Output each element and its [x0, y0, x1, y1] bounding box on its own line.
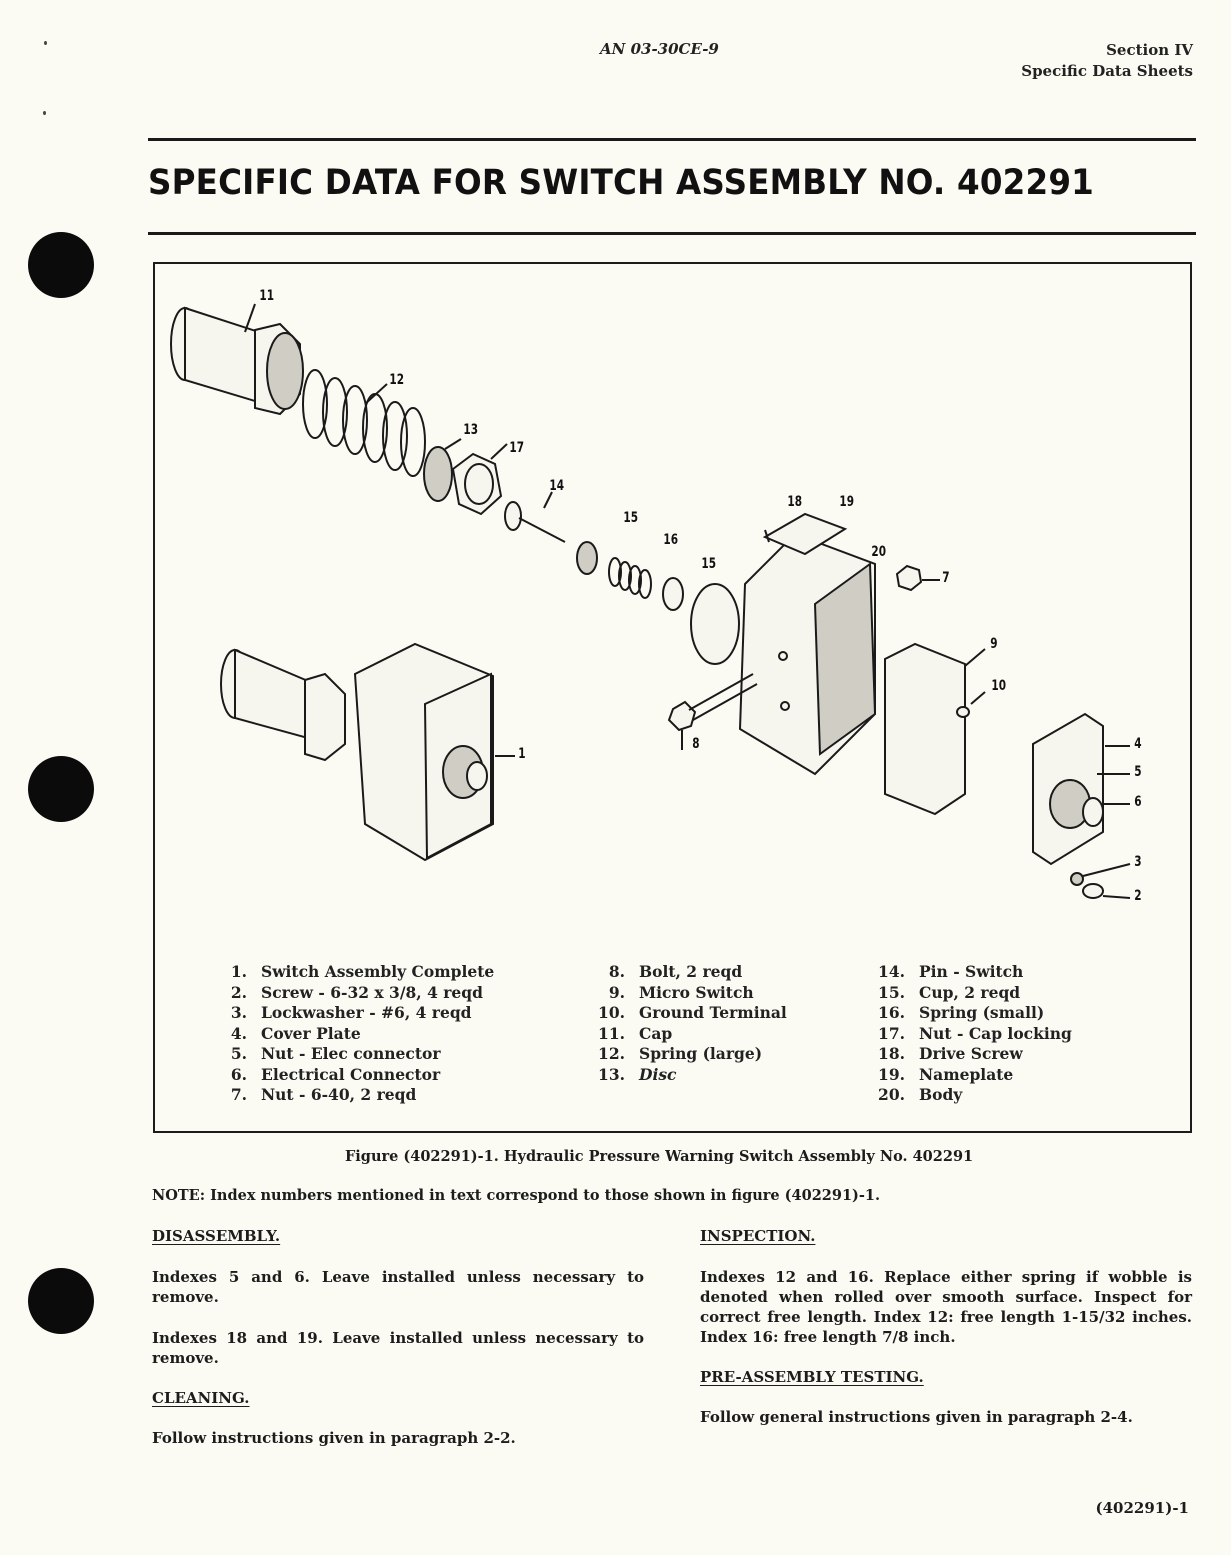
- parts-list-item: 13.Disc: [598, 1064, 677, 1084]
- parts-list-item: 1.Switch Assembly Complete: [230, 962, 495, 981]
- inspection-paragraph: Indexes 12 and 16. Replace either spring…: [700, 1268, 1192, 1346]
- callout-18: 18: [787, 494, 803, 510]
- left-column: DISASSEMBLY. Indexes 5 and 6. Leave inst…: [152, 1226, 644, 1448]
- document-number: AN 03-30CE-9: [600, 40, 719, 58]
- page-title: SPECIFIC DATA FOR SWITCH ASSEMBLY NO. 40…: [148, 163, 1095, 203]
- parts-list-item: 14.Pin - Switch: [878, 962, 1024, 981]
- nameplate-illustration: [762, 512, 848, 556]
- callout-13: 13: [463, 422, 479, 438]
- callout-6: 6: [1134, 794, 1142, 810]
- scan-speck: [43, 111, 46, 115]
- disc-illustration: [423, 446, 453, 502]
- binder-hole-middle: [28, 756, 94, 822]
- parts-list-item: 5.Nut - Elec connector: [230, 1044, 441, 1063]
- callout-11: 11: [259, 288, 275, 304]
- callout-20: 20: [871, 544, 887, 560]
- assembled-switch-illustration: [220, 642, 515, 862]
- callout-1: 1: [518, 746, 526, 762]
- parts-list-item: 11.Cap: [598, 1023, 673, 1043]
- parts-list-item: 2.Screw - 6-32 x 3/8, 4 reqd: [230, 982, 483, 1002]
- micro-switch-illustration: [884, 642, 966, 816]
- title-rule-top: [148, 138, 1196, 141]
- disassembly-paragraph: Indexes 5 and 6. Leave installed unless …: [152, 1268, 644, 1306]
- parts-list-item: 3.Lockwasher - #6, 4 reqd: [230, 1003, 472, 1022]
- callout-8: 8: [692, 736, 700, 752]
- cleaning-paragraph: Follow instructions given in paragraph 2…: [152, 1429, 516, 1447]
- callout-12: 12: [389, 372, 405, 388]
- note-text: NOTE: Index numbers mentioned in text co…: [152, 1187, 881, 1204]
- parts-list-item: 4.Cover Plate: [230, 1023, 361, 1043]
- section-header: Section IV Specific Data Sheets: [1021, 40, 1193, 82]
- parts-list-item: 9.Micro Switch: [608, 982, 754, 1002]
- parts-list-item: 12.Spring (large): [598, 1044, 763, 1063]
- exploded-view-figure: 11 12 13 17 14 15 16 15 18 19 20 7 9 10 …: [153, 262, 1192, 1133]
- callout-17: 17: [509, 440, 525, 456]
- callout-7: 7: [942, 570, 950, 586]
- section-label: Section IV: [1106, 41, 1193, 59]
- parts-list-item: 16.Spring (small): [878, 1003, 1045, 1022]
- parts-list-item: 6.Electrical Connector: [230, 1064, 441, 1084]
- parts-list-item: 19.Nameplate: [878, 1064, 1014, 1084]
- inspection-heading: INSPECTION.: [700, 1227, 816, 1245]
- callout-10: 10: [991, 678, 1007, 694]
- callout-16: 16: [663, 532, 679, 548]
- callout-5: 5: [1134, 764, 1142, 780]
- spring-large-illustration: [302, 369, 426, 477]
- right-column: INSPECTION. Indexes 12 and 16. Replace e…: [700, 1226, 1192, 1427]
- parts-list-item: 15.Cup, 2 reqd: [878, 982, 1021, 1002]
- callout-9: 9: [990, 636, 998, 652]
- exploded-diagram-illustration: [170, 303, 1131, 899]
- disassembly-paragraph: Indexes 18 and 19. Leave installed unles…: [152, 1329, 644, 1367]
- parts-list-column-3: 14.Pin - Switch 15.Cup, 2 reqd 16.Spring…: [865, 962, 1072, 1106]
- binder-hole-bottom: [28, 1268, 94, 1334]
- body-illustration: [690, 532, 877, 776]
- parts-list-item: 17.Nut - Cap locking: [878, 1023, 1072, 1043]
- title-rule-bottom: [148, 232, 1196, 235]
- pre-assembly-testing-paragraph: Follow general instructions given in par…: [700, 1408, 1133, 1426]
- figure-caption: Figure (402291)-1. Hydraulic Pressure Wa…: [345, 1148, 974, 1165]
- parts-list-item: 8.Bolt, 2 reqd: [608, 962, 743, 981]
- binder-hole-top: [28, 232, 94, 298]
- parts-list-column-2: 8.Bolt, 2 reqd 9.Micro Switch 10.Ground …: [585, 962, 787, 1085]
- callout-3: 3: [1134, 854, 1142, 870]
- parts-list-item: 7.Nut - 6-40, 2 reqd: [230, 1085, 417, 1104]
- cap-part-illustration: [170, 303, 304, 416]
- callout-2: 2: [1134, 888, 1142, 904]
- callout-15a: 15: [623, 510, 639, 526]
- page-footer-id: (402291)-1: [1095, 1499, 1189, 1517]
- parts-list-column-1: 1.Switch Assembly Complete 2.Screw - 6-3…: [207, 962, 494, 1106]
- callout-4: 4: [1134, 736, 1142, 752]
- parts-list-item: 10.Ground Terminal: [598, 1003, 787, 1022]
- callout-15b: 15: [701, 556, 717, 572]
- cleaning-heading: CLEANING.: [152, 1389, 250, 1407]
- parts-list-item: 20.Body: [878, 1085, 963, 1104]
- callout-14: 14: [549, 478, 565, 494]
- pre-assembly-testing-heading: PRE-ASSEMBLY TESTING.: [700, 1368, 924, 1386]
- section-title: Specific Data Sheets: [1021, 62, 1193, 80]
- scan-speck: [44, 41, 47, 45]
- disassembly-heading: DISASSEMBLY.: [152, 1227, 281, 1245]
- callout-19: 19: [839, 494, 855, 510]
- parts-list-item: 18.Drive Screw: [878, 1044, 1023, 1063]
